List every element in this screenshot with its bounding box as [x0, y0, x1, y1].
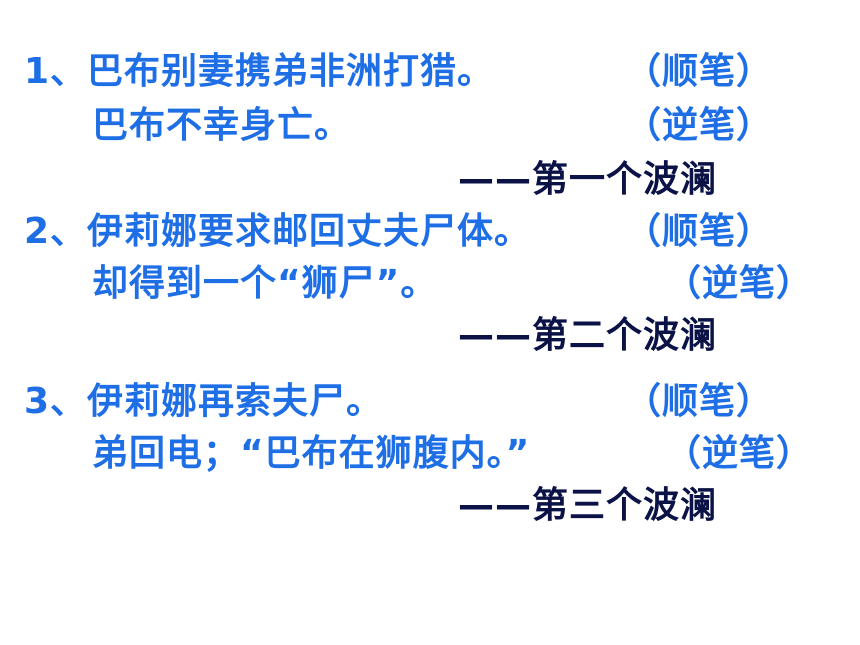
point-2-line-1: 2、伊莉娜要求邮回丈夫尸体。: [24, 211, 532, 252]
point-1-mark-2: （逆笔）: [625, 105, 774, 146]
point-1-line-2: 巴布不幸身亡。: [92, 105, 352, 146]
point-3-line-2: 弟回电；“巴布在狮腹内。”: [92, 433, 531, 474]
point-3-mark-2: （逆笔）: [665, 433, 814, 474]
point-3-wave-label: ——第三个波澜: [458, 485, 718, 526]
point-1-line-1: 1、巴布别妻携弟非洲打猎。: [24, 51, 495, 92]
point-3-mark-1: （顺笔）: [625, 381, 774, 422]
point-1-wave-label: ——第一个波澜: [458, 159, 718, 200]
point-2-mark-1: （顺笔）: [625, 211, 774, 252]
point-2-line-2: 却得到一个“狮尸”。: [92, 263, 438, 304]
point-2-wave-label: ——第二个波澜: [458, 315, 718, 356]
point-1-mark-1: （顺笔）: [625, 51, 774, 92]
point-2-mark-2: （逆笔）: [665, 263, 814, 304]
point-3-line-1: 3、伊莉娜再索夫尸。: [24, 381, 384, 422]
